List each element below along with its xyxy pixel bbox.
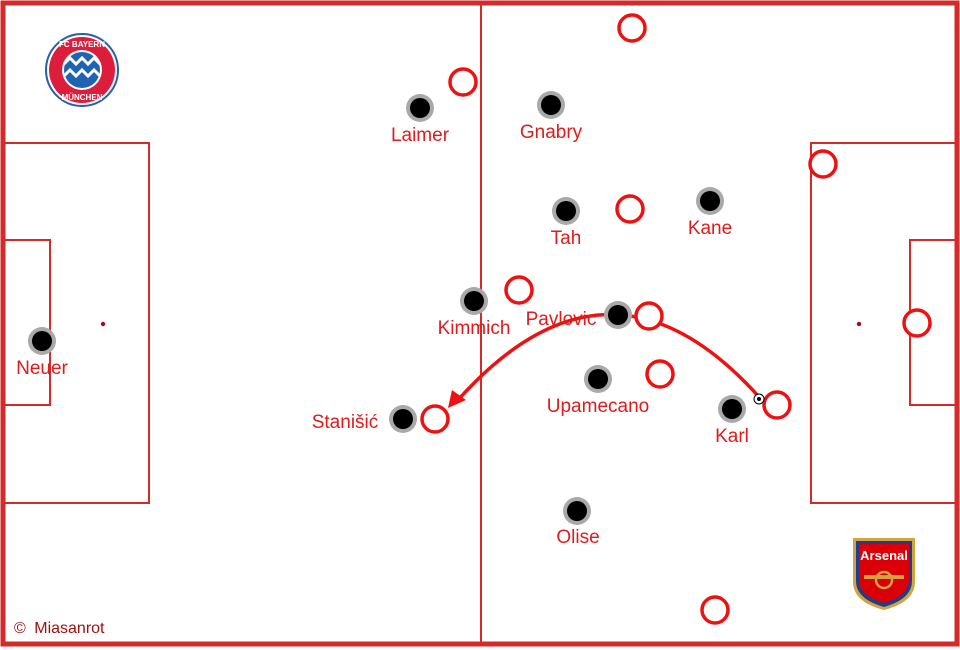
copyright-icon: © [14, 620, 26, 637]
player-marker [556, 201, 576, 221]
opponent-marker [420, 404, 450, 434]
right-penalty-box [810, 142, 958, 504]
player-name-label: Neuer [16, 358, 68, 379]
arrow-head-icon [448, 390, 466, 408]
player-marker [700, 191, 720, 211]
player: Pavlovic [526, 301, 632, 330]
opponent-marker [700, 595, 730, 625]
player-name-label: Tah [551, 228, 582, 249]
bayern-logo-text: MÜNCHEN [62, 93, 103, 102]
credit: © Miasanrot [14, 620, 105, 637]
player: Kimmich [438, 287, 511, 339]
player-name-label: Karl [715, 426, 749, 447]
player: Upamecano [547, 365, 649, 417]
opponent-marker [808, 149, 838, 179]
opponent-marker [615, 194, 645, 224]
right-penalty-spot [856, 321, 862, 327]
player-name-label: Pavlovic [526, 309, 597, 330]
player-name-label: Kane [688, 218, 732, 239]
opponent-marker [902, 308, 932, 338]
player-marker [464, 291, 484, 311]
player-marker [588, 369, 608, 389]
player-marker [410, 98, 430, 118]
player: Karl [715, 395, 749, 447]
player: Stanišić [312, 405, 417, 433]
player-name-label: Gnabry [520, 122, 583, 143]
player-marker [567, 501, 587, 521]
player-name-label: Laimer [391, 125, 450, 146]
bayern-logo-text: FC BAYERN [59, 40, 105, 49]
player: Neuer [16, 327, 69, 379]
player: Olise [556, 497, 600, 548]
credit-text: Miasanrot [34, 620, 105, 637]
player-name-label: Upamecano [547, 396, 649, 417]
player-marker [541, 95, 561, 115]
left-penalty-spot [100, 321, 106, 327]
opponent-marker [634, 301, 664, 331]
arsenal-players [420, 13, 932, 625]
player-name-label: Olise [556, 527, 599, 548]
player-name-label: Stanišić [312, 412, 379, 433]
player-marker [608, 305, 628, 325]
arsenal-logo: Arsenal [853, 538, 915, 610]
bayern-logo: FC BAYERN MÜNCHEN [45, 33, 119, 107]
player-marker [722, 399, 742, 419]
player-marker [32, 331, 52, 351]
arsenal-logo-text: Arsenal [860, 548, 908, 563]
ball-icon [753, 393, 765, 405]
opponent-marker [504, 275, 534, 305]
player: Gnabry [520, 91, 583, 143]
player: Tah [551, 197, 582, 249]
left-penalty-box [2, 142, 150, 504]
left-goal-box [2, 239, 51, 406]
player: Laimer [391, 94, 450, 146]
player: Kane [688, 187, 732, 239]
opponent-marker [448, 67, 478, 97]
opponent-marker [762, 390, 792, 420]
opponent-marker [617, 13, 647, 43]
player-name-label: Kimmich [438, 318, 511, 339]
opponent-marker [645, 359, 675, 389]
player-marker [393, 409, 413, 429]
